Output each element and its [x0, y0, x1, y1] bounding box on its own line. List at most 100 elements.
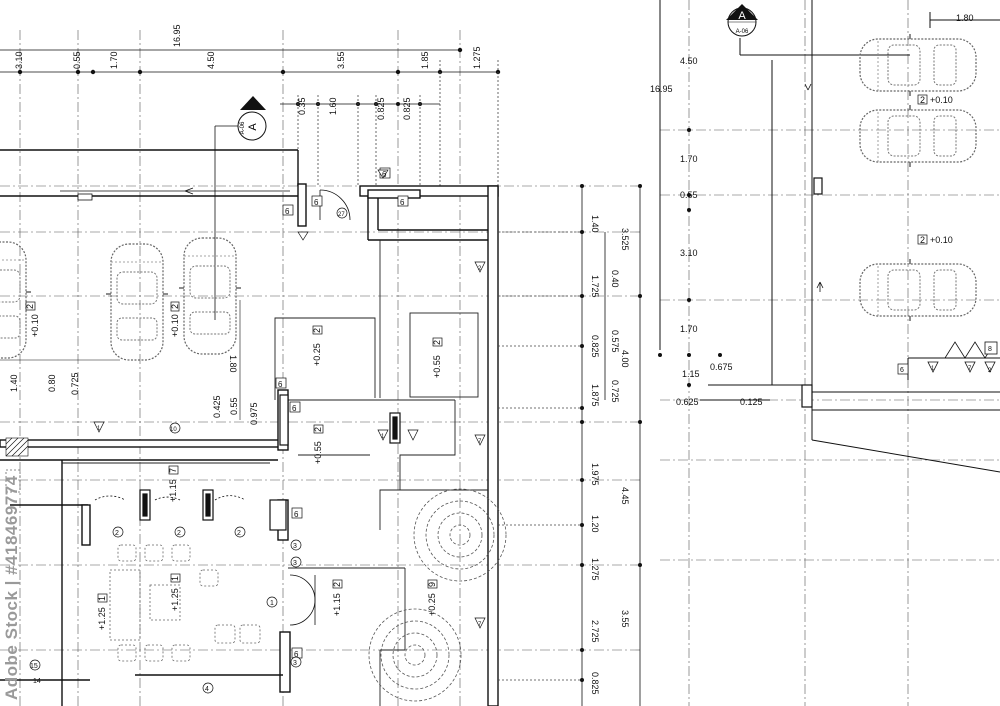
level-elev: +0.25 — [427, 593, 437, 616]
rdim-2: 1.70 — [680, 154, 698, 164]
rdim-misc-1: 0.675 — [710, 362, 733, 372]
door-tag: 27 — [338, 212, 345, 218]
hatch-box — [5, 437, 29, 457]
dim-right-12: 0.725 — [610, 380, 620, 403]
dim-right-9: 0.825 — [590, 672, 600, 695]
rdim-6: 1.15 — [682, 369, 700, 379]
dim-left-7: 0.975 — [249, 402, 259, 425]
rlevel-elev-top: +0.10 — [930, 95, 953, 105]
level-tag-dining: 1+1.25 — [170, 573, 181, 611]
right-plan — [658, 0, 1000, 473]
dim-top-8: 0.35 — [297, 97, 307, 115]
level-tag-hall: 2 +1.15 — [332, 579, 343, 616]
level-tag-living: 7 +1.15 — [168, 465, 179, 502]
dim-left-5: 0.425 — [212, 395, 222, 418]
furniture — [5, 469, 261, 662]
level-elev: +1.15 — [332, 593, 342, 616]
top-dimension-labels: 16.95 3.10 0.55 1.70 4.50 3.55 1.85 1.27… — [14, 24, 482, 120]
door-tag: 6 — [292, 404, 297, 413]
right-stairs — [927, 341, 998, 373]
level-elev: +1.25 — [97, 607, 107, 630]
dim-right-13: 3.525 — [620, 228, 630, 251]
level-elev: +0.55 — [313, 441, 323, 464]
door-tag: 3 — [293, 543, 297, 550]
dim-top-6: 1.85 — [420, 51, 430, 69]
section-sheet-left: A-06 — [240, 121, 246, 134]
rdim-misc-3: 0.125 — [740, 397, 763, 407]
dim-right-16: 3.55 — [620, 610, 630, 628]
dim-top-9: 1.60 — [328, 97, 338, 115]
door-tag: 2 — [237, 530, 241, 537]
rdim-5: 1.70 — [680, 324, 698, 334]
level-num: 9 — [427, 582, 437, 587]
section-marker-right: A A-06 — [726, 4, 758, 37]
watermark: Adobe Stock | #418469774 — [2, 440, 32, 700]
terrace-circles — [368, 488, 507, 702]
cars-left — [0, 237, 242, 361]
dim-right-1: 1.40 — [590, 215, 600, 233]
rdoor-tag-1: 6 — [900, 367, 904, 374]
rdoor-tag-3: 2 — [988, 368, 992, 374]
section-marker-left: A A-06 — [214, 96, 267, 320]
rdim-misc-2: 0.625 — [676, 397, 699, 407]
level-tag-room-c: 2+0.55 — [313, 424, 324, 464]
rlevel-elev-mid: +0.10 — [930, 235, 953, 245]
level-tag-parking-left-2: 2+0.10 — [170, 301, 180, 337]
section-sheet-right: A-06 — [736, 29, 749, 35]
door-tag: 15 — [30, 663, 38, 670]
level-num: 2 — [332, 582, 342, 587]
dim-top-11: 0.825 — [402, 97, 412, 120]
section-letter-right: A — [738, 10, 746, 22]
level-elev: +0.55 — [432, 355, 442, 378]
rdim-overall: 16.95 — [650, 84, 673, 94]
dim-left-4: 1.80 — [228, 355, 238, 373]
door-tag: 3 — [293, 560, 297, 567]
level-elev: +1.15 — [168, 479, 178, 502]
top-dimension-lines — [0, 47, 501, 186]
rdim-1: 4.50 — [680, 56, 698, 66]
door-tag: 14 — [33, 678, 41, 685]
rlevel-num-mid: 2 — [920, 235, 925, 245]
door-tag: 4 — [205, 686, 209, 693]
level-tag-room-b: 2 +0.55 — [432, 337, 443, 378]
dim-right-14: 4.00 — [620, 350, 630, 368]
dim-right-11: 0.575 — [610, 330, 620, 353]
rdim-3: 0.55 — [680, 190, 698, 200]
columns — [139, 394, 401, 531]
level-num: 1 — [97, 596, 107, 601]
rdoor-tag-2: 8 — [988, 346, 992, 353]
right-dimension-lines — [498, 184, 642, 706]
door-tag: 6 — [314, 198, 319, 207]
level-elev: +0.10 — [170, 314, 180, 337]
parking-arrow — [60, 187, 290, 201]
right-plan-dims: 1.80 16.95 4.50 1.70 0.55 3.10 1.70 1.15… — [650, 13, 974, 407]
dim-top-4: 4.50 — [206, 51, 216, 69]
level-num: 7 — [168, 468, 178, 473]
door-tag: 7 — [478, 622, 482, 628]
level-elev: +1.25 — [170, 588, 180, 611]
rdim-top: 1.80 — [956, 13, 974, 23]
level-tag-terrace: 9 +0.25 — [427, 579, 438, 616]
level-num: 2 — [432, 340, 442, 345]
dim-right-2: 1.725 — [590, 275, 600, 298]
door-tag: 6 — [382, 170, 387, 179]
level-num: 2 — [25, 304, 35, 309]
dim-top-7: 1.275 — [472, 46, 482, 69]
cars-right — [860, 34, 976, 321]
dim-overall-top: 16.95 — [172, 24, 182, 47]
door-tag: 3 — [293, 660, 297, 667]
level-num: 2 — [312, 328, 322, 333]
right-dimension-labels: 1.40 1.725 0.825 1.875 1.975 1.20 1.275 … — [590, 215, 630, 695]
dim-top-3: 1.70 — [109, 51, 119, 69]
dim-top-2: 0.55 — [72, 51, 82, 69]
left-dimension-labels: 1.40 0.80 0.725 1.80 0.425 0.55 0.975 — [0, 300, 259, 425]
door-tag: 10 — [170, 427, 177, 433]
doors — [94, 189, 351, 626]
dim-right-3: 0.825 — [590, 335, 600, 358]
door-tag: 6 — [294, 510, 299, 519]
level-tags: 2+0.10 2+0.10 2+0.25 2+0.55 2+0.55 7+1.1… — [25, 301, 443, 630]
level-elev: +0.25 — [312, 343, 322, 366]
door-tag: 2 — [115, 530, 119, 537]
dim-right-5: 1.975 — [590, 463, 600, 486]
dim-right-6: 1.20 — [590, 515, 600, 533]
